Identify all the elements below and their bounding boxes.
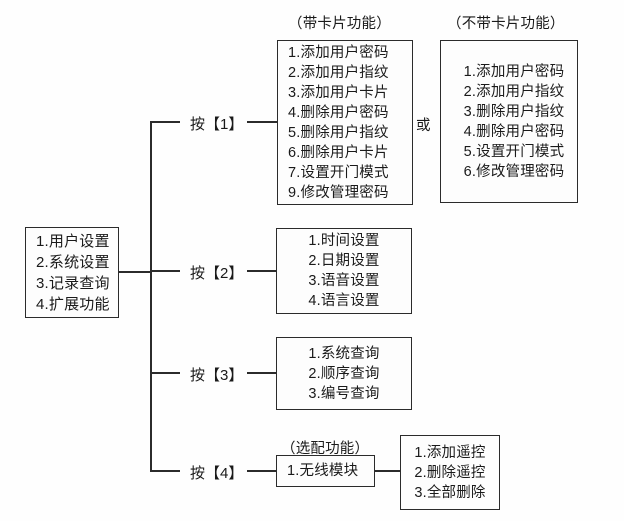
root-item-3: 3.记录查询	[36, 274, 110, 292]
without-card-item-2: 2.添加用户指纹	[463, 83, 565, 100]
connector-key1-to-box	[247, 121, 277, 123]
key-label-3[interactable]: 按【3】	[190, 367, 244, 384]
connector-trunk-to-key4	[150, 470, 180, 472]
connector-trunk-vertical	[150, 122, 152, 472]
system-item-1: 1.时间设置	[308, 233, 380, 249]
system-item-2: 2.日期设置	[308, 253, 380, 269]
key-label-4[interactable]: 按【4】	[190, 465, 244, 482]
remote-item-3: 3.全部删除	[414, 484, 486, 501]
root-item-1: 1.用户设置	[36, 232, 110, 250]
query-item-3: 3.编号查询	[308, 385, 380, 402]
with-card-item-2: 2.添加用户指纹	[288, 64, 389, 81]
connector-trunk-to-key3	[150, 372, 180, 374]
caption-optional-function: （选配功能）	[281, 441, 370, 457]
caption-without-card: （不带卡片功能）	[447, 16, 565, 32]
box-remote-control[interactable]: 1.添加遥控 2.删除遥控 3.全部删除	[400, 435, 500, 510]
connector-trunk-to-key2	[150, 270, 180, 272]
key-label-2[interactable]: 按【2】	[190, 265, 244, 282]
root-item-2: 2.系统设置	[36, 253, 110, 271]
box-wireless-module[interactable]: 1.无线模块	[276, 455, 375, 487]
with-card-item-4: 4.删除用户密码	[288, 104, 389, 121]
without-card-item-6: 6.修改管理密码	[463, 163, 565, 180]
remote-item-2: 2.删除遥控	[414, 464, 486, 481]
system-item-3: 3.语音设置	[308, 273, 380, 289]
connector-key3-to-box	[247, 372, 277, 374]
root-item-4: 4.扩展功能	[36, 295, 110, 313]
connector-key2-to-box	[247, 270, 277, 272]
key-label-1[interactable]: 按【1】	[190, 116, 244, 133]
caption-with-card: （带卡片功能）	[288, 16, 391, 32]
query-item-1: 1.系统查询	[308, 345, 380, 362]
wireless-module-item-1: 1.无线模块	[287, 463, 359, 479]
with-card-item-9: 9.修改管理密码	[288, 184, 389, 201]
box-without-card-functions[interactable]: 1.添加用户密码 2.添加用户指纹 3.删除用户指纹 4.删除用户密码 5.设置…	[440, 40, 578, 203]
or-label: 或	[416, 118, 431, 134]
without-card-item-3: 3.删除用户指纹	[463, 103, 565, 120]
without-card-item-5: 5.设置开门模式	[463, 143, 565, 160]
box-with-card-functions[interactable]: 1.添加用户密码 2.添加用户指纹 3.添加用户卡片 4.删除用户密码 5.删除…	[277, 40, 413, 205]
query-item-2: 2.顺序查询	[308, 365, 380, 382]
connector-key4-to-module	[247, 470, 276, 472]
with-card-item-3: 3.添加用户卡片	[288, 84, 389, 101]
remote-item-1: 1.添加遥控	[414, 444, 486, 461]
box-system-settings[interactable]: 1.时间设置 2.日期设置 3.语音设置 4.语言设置	[276, 228, 412, 314]
connector-root-to-trunk	[119, 271, 151, 273]
with-card-item-7: 7.设置开门模式	[288, 164, 389, 181]
with-card-item-6: 6.删除用户卡片	[288, 144, 389, 161]
with-card-item-1: 1.添加用户密码	[288, 44, 389, 61]
root-menu-box[interactable]: 1.用户设置 2.系统设置 3.记录查询 4.扩展功能	[25, 227, 119, 318]
without-card-item-4: 4.删除用户密码	[463, 123, 565, 140]
connector-trunk-to-key1	[150, 121, 180, 123]
without-card-item-1: 1.添加用户密码	[463, 63, 565, 80]
system-item-4: 4.语言设置	[308, 293, 380, 309]
with-card-item-5: 5.删除用户指纹	[288, 124, 389, 141]
box-record-query[interactable]: 1.系统查询 2.顺序查询 3.编号查询	[276, 337, 412, 410]
connector-module-to-remote-box	[375, 470, 401, 472]
